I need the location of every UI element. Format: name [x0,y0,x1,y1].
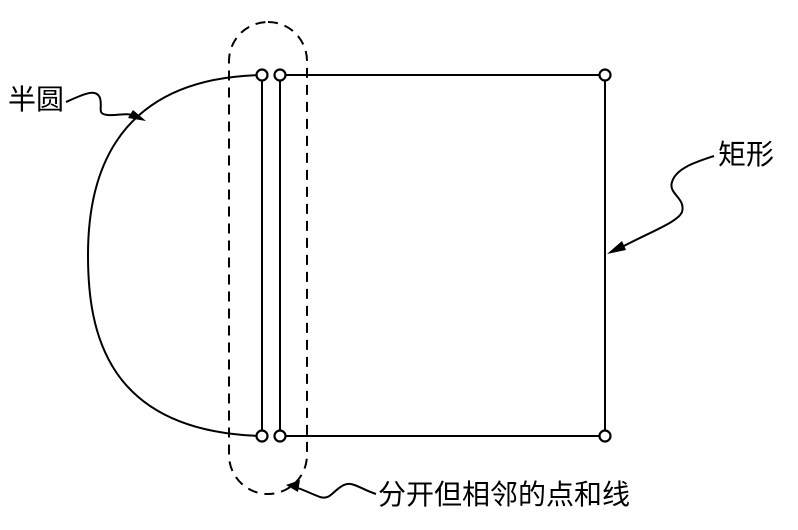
vertex-rectangle-bottom-right [598,429,612,443]
rectangle-leader [619,155,715,249]
separate-adjacent-leader [297,482,377,499]
vertex-rectangle-bottom-left [273,429,287,443]
label-rectangle: 矩形 [718,138,774,171]
semicircle-leader [65,91,137,117]
rectangle-arrowhead [607,241,626,254]
label-semicircle: 半圆 [8,83,64,116]
vertex-rectangle-top-right [598,68,612,82]
adjacency-highlight [228,21,308,495]
vertex-semicircle-top [255,68,269,82]
label-separate-adjacent: 分开但相邻的点和线 [378,478,630,511]
semicircle-arrowhead [128,110,146,121]
separate-adjacent-arrowhead [286,480,300,492]
semicircle-arc [86,74,263,437]
vertex-semicircle-bottom [255,429,269,443]
vertex-rectangle-top-left [273,68,287,82]
